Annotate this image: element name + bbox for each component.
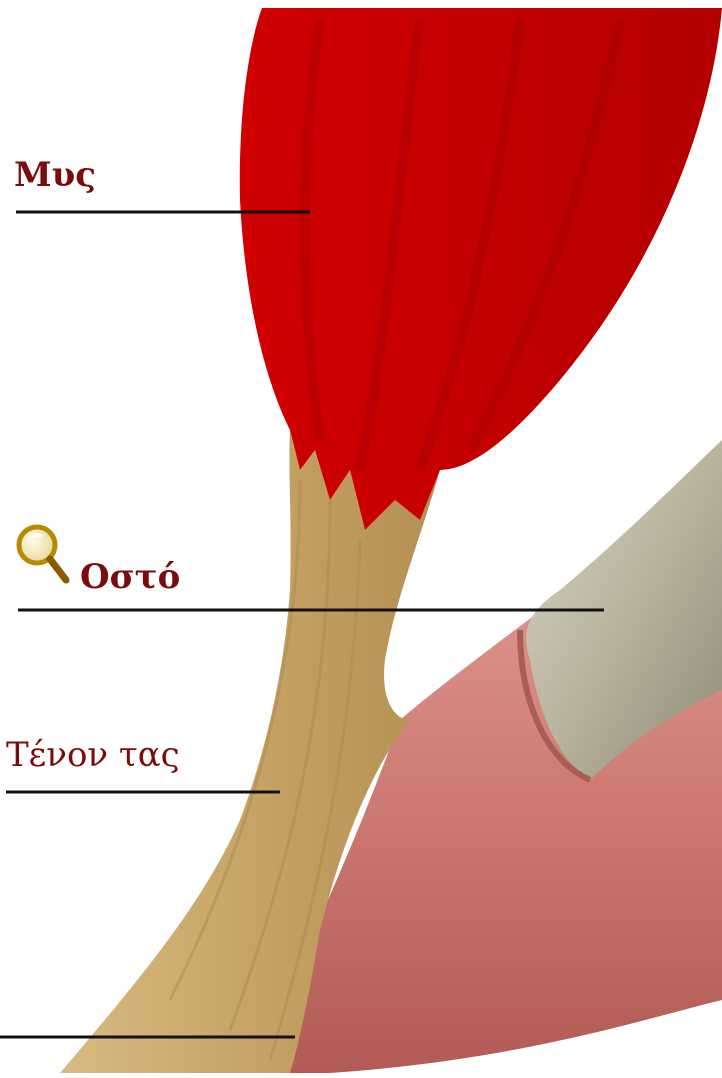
muscle-label: Μυς <box>14 158 96 192</box>
tendon-label: Τένον τας <box>6 738 180 772</box>
magnifier-icon[interactable] <box>14 522 72 588</box>
bone-label: Οστό <box>80 560 180 594</box>
